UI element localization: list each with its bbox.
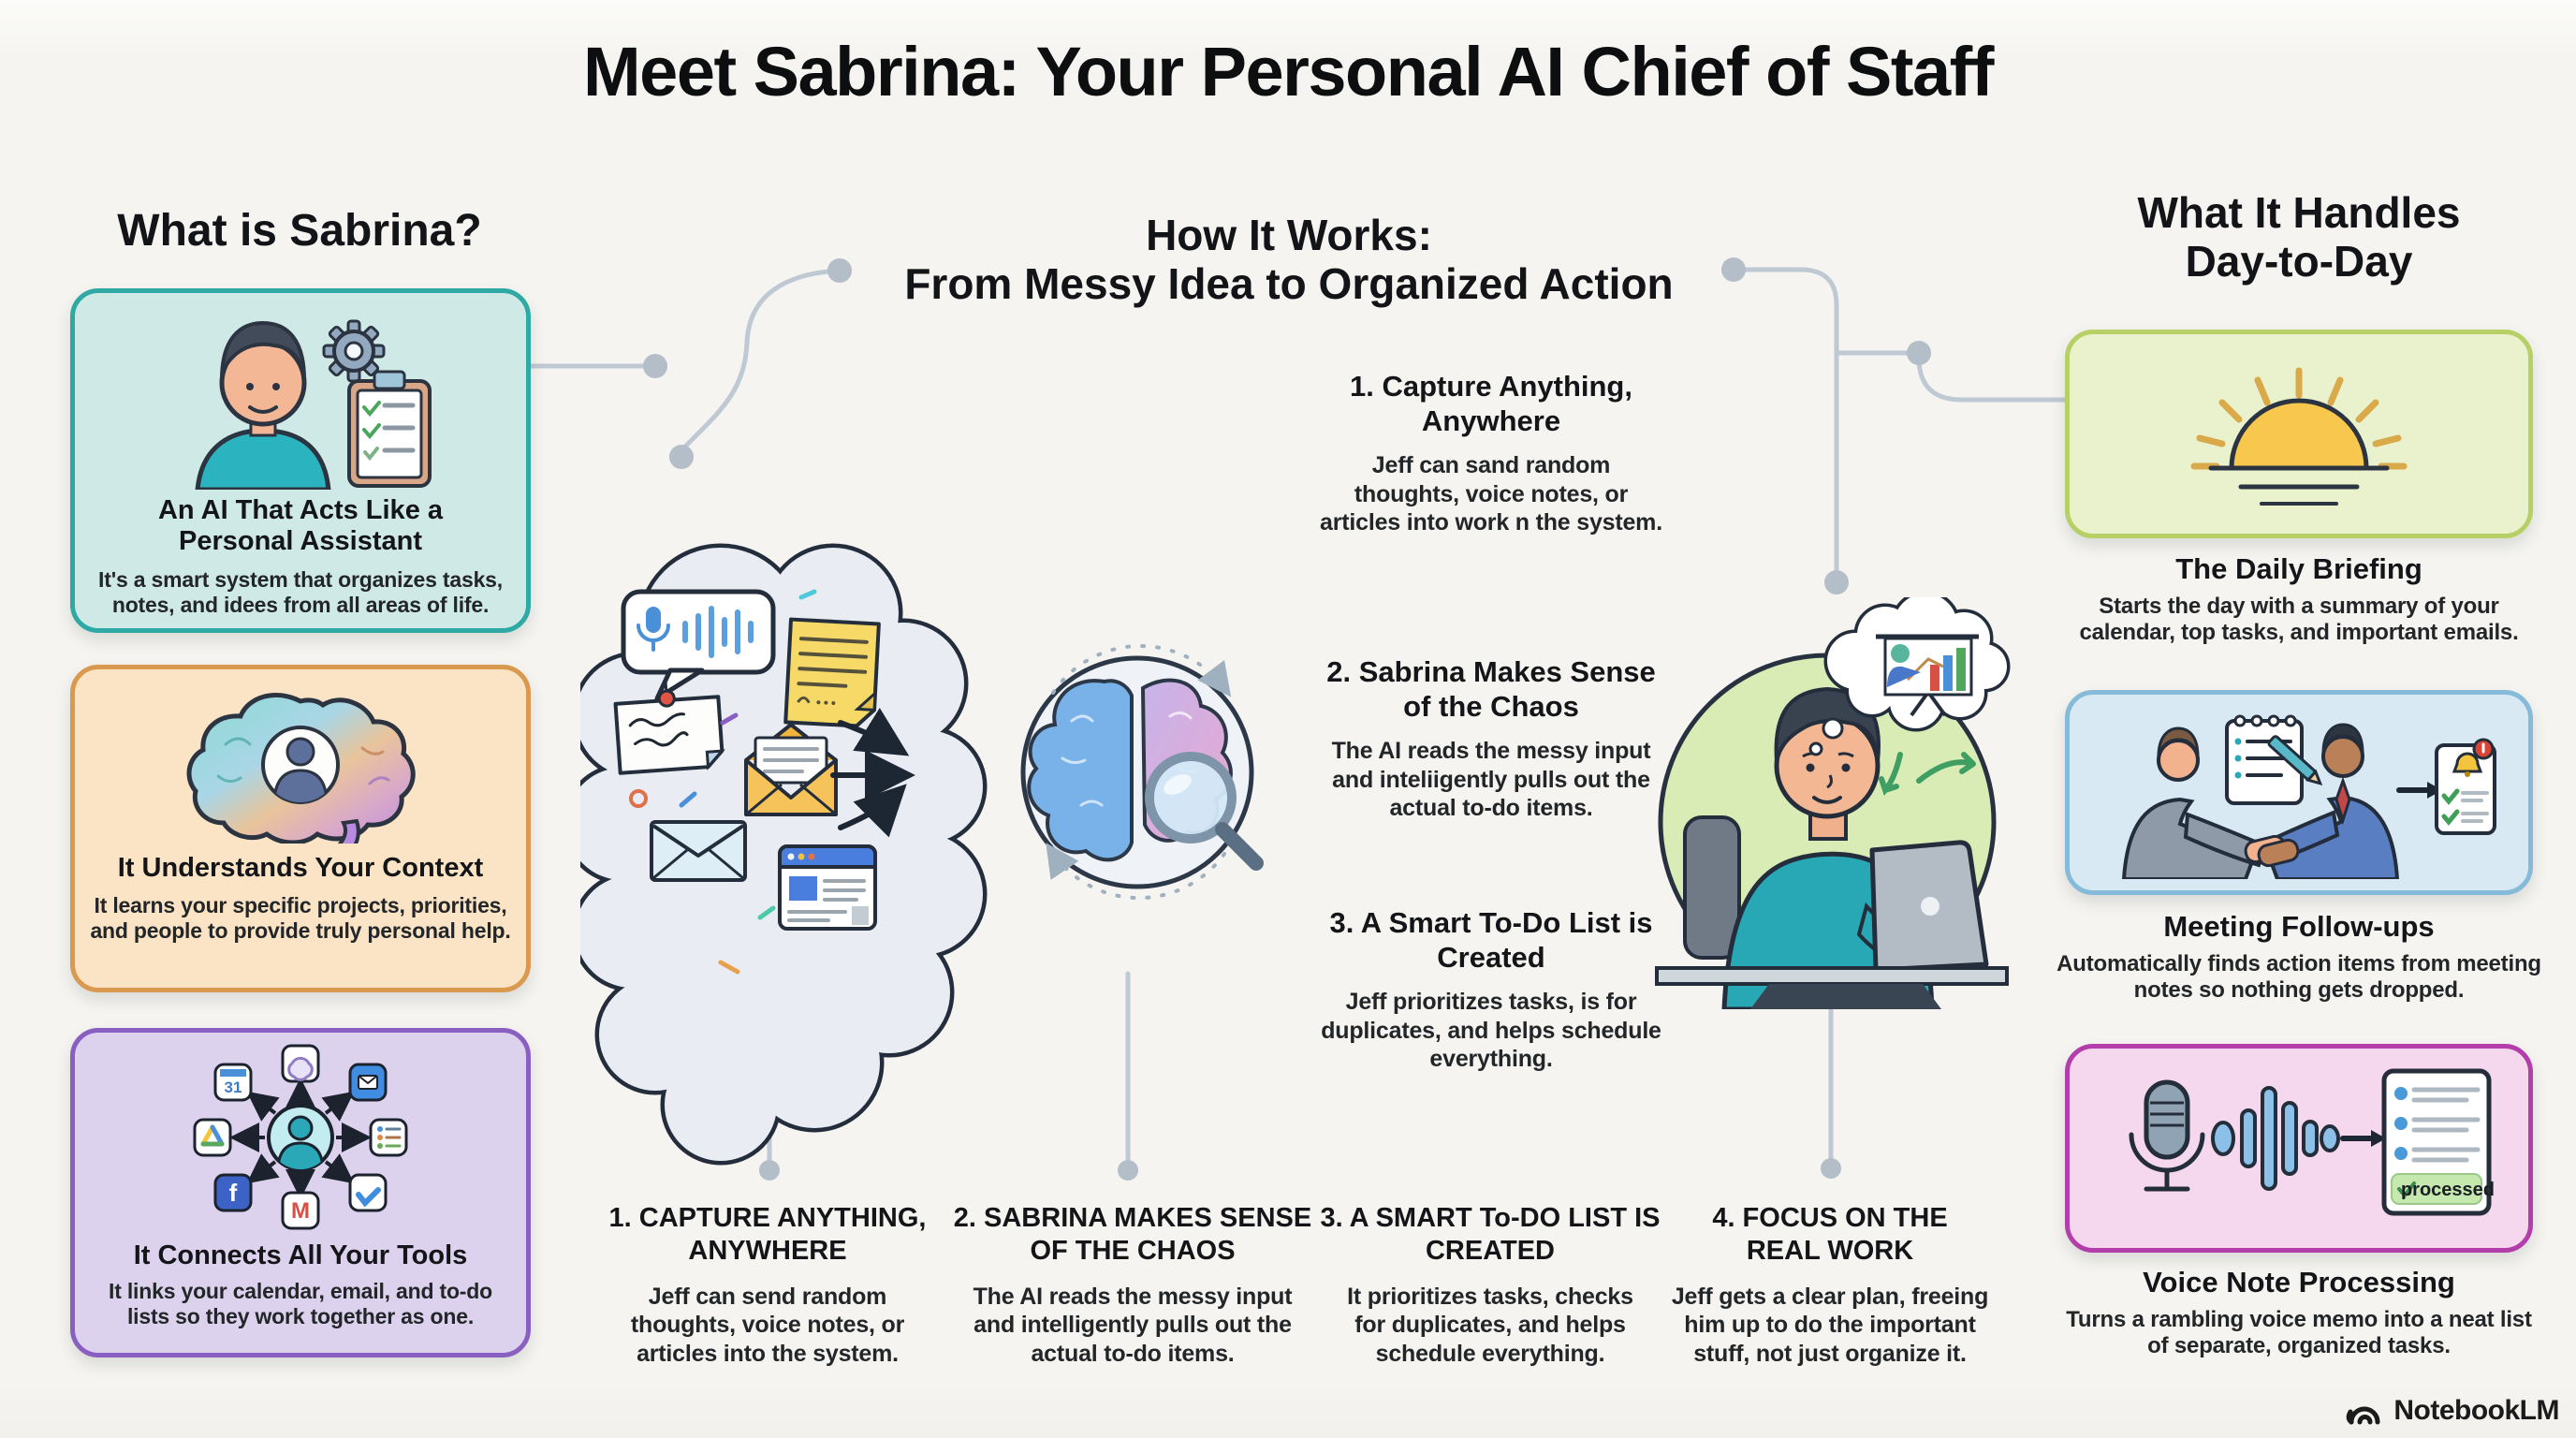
notepad-icon — [2225, 714, 2323, 805]
assistant-card-title: An AI That Acts Like a Personal Assistan… — [157, 495, 444, 557]
how-it-works-line2: From Messy Idea to Organized Action — [904, 258, 1674, 308]
bottom-step-3-body: It prioritizes tasks, checks for duplica… — [1347, 1283, 1633, 1367]
how-it-works-heading: How It Works: From Messy Idea to Organiz… — [882, 211, 1696, 308]
tools-card-title: It Connects All Your Tools — [133, 1240, 468, 1270]
main-title: Meet Sabrina: Your Personal AI Chief of … — [583, 33, 1994, 110]
laptop — [1869, 840, 1989, 973]
daily-briefing-body: Starts the day with a summary of your ca… — [2079, 594, 2519, 646]
right-section-heading: What It Handles Day-to-Day — [2056, 188, 2542, 286]
left-section-heading: What is Sabrina? — [117, 206, 482, 256]
bottom-step-2: 2. SABRINA MAKES SENSE OF THE CHAOS The … — [950, 1202, 1315, 1368]
bottom-step-2-title: 2. SABRINA MAKES SENSE OF THE CHAOS — [953, 1203, 1312, 1266]
voice-note-card: processed — [2065, 1044, 2533, 1253]
voice-note-body: Turns a rambling voice memo into a neat … — [2066, 1307, 2532, 1359]
handshake-hands — [2244, 834, 2300, 868]
bottom-step-2-body: The AI reads the messy input and intelli… — [973, 1283, 1293, 1367]
daily-briefing-title: The Daily Briefing — [2175, 552, 2422, 585]
sunrise-icon — [2190, 367, 2408, 506]
step-3-body: Jeff prioritizes tasks, is for duplicate… — [1321, 989, 1661, 1073]
step-1-body: Jeff can sand random thoughts, voice not… — [1320, 452, 1662, 536]
step-1: 1. Capture Anything, Anywhere Jeff can s… — [1318, 370, 1664, 537]
bottom-step-3: 3. A SMART To-DO LIST IS CREATED It prio… — [1308, 1202, 1673, 1368]
gmail-icon: M — [291, 1198, 310, 1224]
flow-arrows — [830, 708, 915, 838]
step-3-title: 3. A Smart To-Do List is Created — [1329, 906, 1653, 974]
bottom-step-4: 4. FOCUS ON THE REAL WORK Jeff gets a cl… — [1647, 1202, 2012, 1368]
daily-briefing-card — [2065, 330, 2533, 538]
step-2-body: The AI reads the messy input and intelii… — [1331, 738, 1651, 822]
processed-badge: processed — [2391, 1173, 2495, 1205]
svg-text:processed: processed — [2401, 1180, 2495, 1200]
closed-envelope-icon — [650, 820, 747, 882]
notebooklm-logo-icon — [2347, 1406, 2380, 1425]
browser-window-icon — [778, 844, 877, 931]
bottom-step-4-body: Jeff gets a clear plan, freeing him up t… — [1671, 1283, 1989, 1367]
arrow-icon — [2340, 1130, 2386, 1147]
facebook-icon: f — [229, 1179, 238, 1207]
bottom-step-1: 1. CAPTURE ANYTHING, ANYWHERE Jeff can s… — [585, 1202, 950, 1368]
action-items-checklist-icon — [2435, 738, 2496, 835]
meeting-followups-body: Automatically finds action items from me… — [2056, 951, 2541, 1004]
assistant-card-body: It's a smart system that organizes tasks… — [98, 566, 503, 617]
how-it-works-line1: How It Works: — [1146, 211, 1432, 259]
step-2-title: 2. Sabrina Makes Sense of the Chaos — [1326, 655, 1656, 723]
messy-idea-illustration — [580, 524, 1264, 1180]
brain-analysis-icon — [1020, 644, 1264, 901]
legs — [1750, 984, 1941, 1009]
drive-icon — [200, 1124, 225, 1147]
tools-card-body: It links your calendar, email, and to-do… — [109, 1279, 492, 1329]
bottom-step-4-title: 4. FOCUS ON THE REAL WORK — [1712, 1203, 1948, 1266]
context-card-title: It Understands Your Context — [117, 853, 484, 883]
connected-tools-icon: M f 31 — [193, 1044, 408, 1230]
confetti-decoration — [629, 589, 817, 975]
chair — [1683, 815, 1741, 960]
right-heading-line1: What It Handles — [2137, 188, 2461, 237]
step-3: 3. A Smart To-Do List is Created Jeff pr… — [1318, 906, 1664, 1074]
bottom-step-1-body: Jeff can send random thoughts, voice not… — [630, 1283, 905, 1367]
notebooklm-label: NotebookLM — [2393, 1395, 2559, 1426]
voice-note-title: Voice Note Processing — [2143, 1266, 2455, 1299]
waveform-icon — [2211, 1086, 2340, 1191]
thought-bubble — [1808, 597, 2007, 756]
person-gear-clipboard-icon — [195, 319, 432, 490]
step-1-title: 1. Capture Anything, Anywhere — [1350, 370, 1632, 437]
notebooklm-watermark: NotebookLM — [2345, 1395, 2559, 1427]
handshake-icon — [2121, 714, 2496, 879]
meeting-followups-card — [2065, 690, 2533, 895]
calendar-icon: 31 — [225, 1078, 242, 1096]
context-card: It Understands Your Context It learns yo… — [70, 665, 531, 992]
task-list-icon: processed — [2381, 1068, 2495, 1216]
assistant-card: An AI That Acts Like a Personal Assistan… — [70, 288, 531, 633]
yellow-note-icon — [783, 617, 881, 728]
step-2: 2. Sabrina Makes Sense of the Chaos The … — [1318, 655, 1664, 823]
microphone-waveform-icon: processed — [2129, 1068, 2495, 1216]
brain-icon — [186, 693, 416, 844]
right-heading-line2: Day-to-Day — [2185, 236, 2413, 286]
meeting-followups-title: Meeting Follow-ups — [2163, 910, 2435, 943]
desk — [1655, 966, 2009, 986]
microphone-icon — [2129, 1079, 2205, 1192]
focus-work-illustration — [1655, 597, 2024, 1009]
open-envelope-icon — [744, 723, 838, 816]
presentation-chart-icon — [1876, 634, 1979, 717]
tools-card: M f 31 It Connects All Your Tools It lin… — [70, 1028, 531, 1357]
context-card-body: It learns your specific projects, priori… — [90, 893, 511, 944]
bottom-step-1-title: 1. CAPTURE ANYTHING, ANYWHERE — [608, 1203, 927, 1266]
green-doodle-arrows — [1879, 752, 1976, 797]
bottom-step-3-title: 3. A SMART To-DO LIST IS CREATED — [1320, 1203, 1661, 1266]
voice-note-bubble-icon — [621, 589, 776, 701]
sticky-note-icon — [613, 682, 725, 775]
